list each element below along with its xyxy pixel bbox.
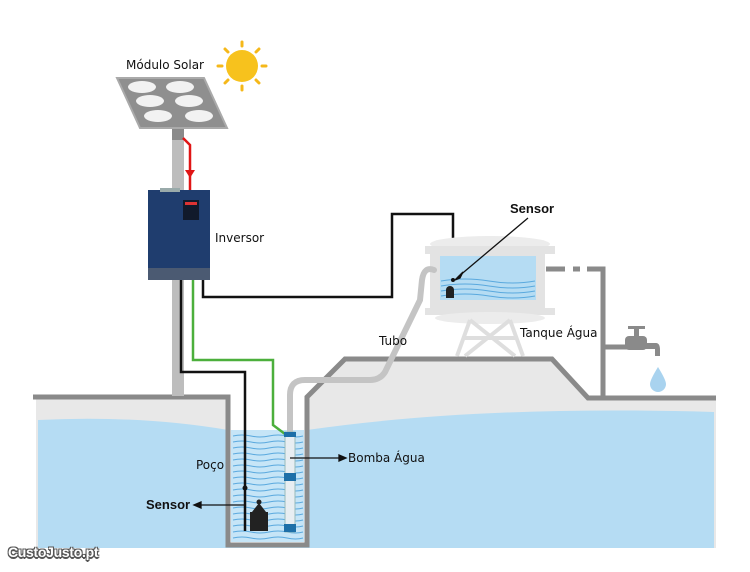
label-pipe: Tubo [379,334,408,348]
tank-sensor-float [446,286,454,298]
tank-tower [455,318,525,358]
power-wire [182,137,195,192]
well-sensor-float [250,499,268,531]
faucet-icon [625,326,660,356]
arrow-down-icon [185,170,195,178]
water-tank [425,236,555,358]
ground-outline [33,356,716,548]
label-solar-module: Módulo Solar [126,58,204,72]
label-well: Poço [196,458,225,472]
sun-icon [216,40,268,92]
pump-wire [191,278,286,435]
label-water-tank: Tanque Água [520,326,598,340]
pointer-arrows [192,217,529,509]
label-water-pump: Bomba Água [348,451,425,465]
label-tank-sensor: Sensor [510,201,555,216]
label-inverter: Inversor [215,231,265,245]
inverter [148,188,210,280]
solar-panel [115,77,229,129]
watermark: CustoJusto.pt [8,544,99,560]
pipe [287,266,437,435]
well-sensor-wire [179,278,247,531]
label-well-sensor: Sensor [146,497,191,512]
water-drop-icon [650,367,666,392]
tank-sensor-wire [201,212,455,299]
water-pump [284,431,296,533]
groundwater [38,410,714,548]
